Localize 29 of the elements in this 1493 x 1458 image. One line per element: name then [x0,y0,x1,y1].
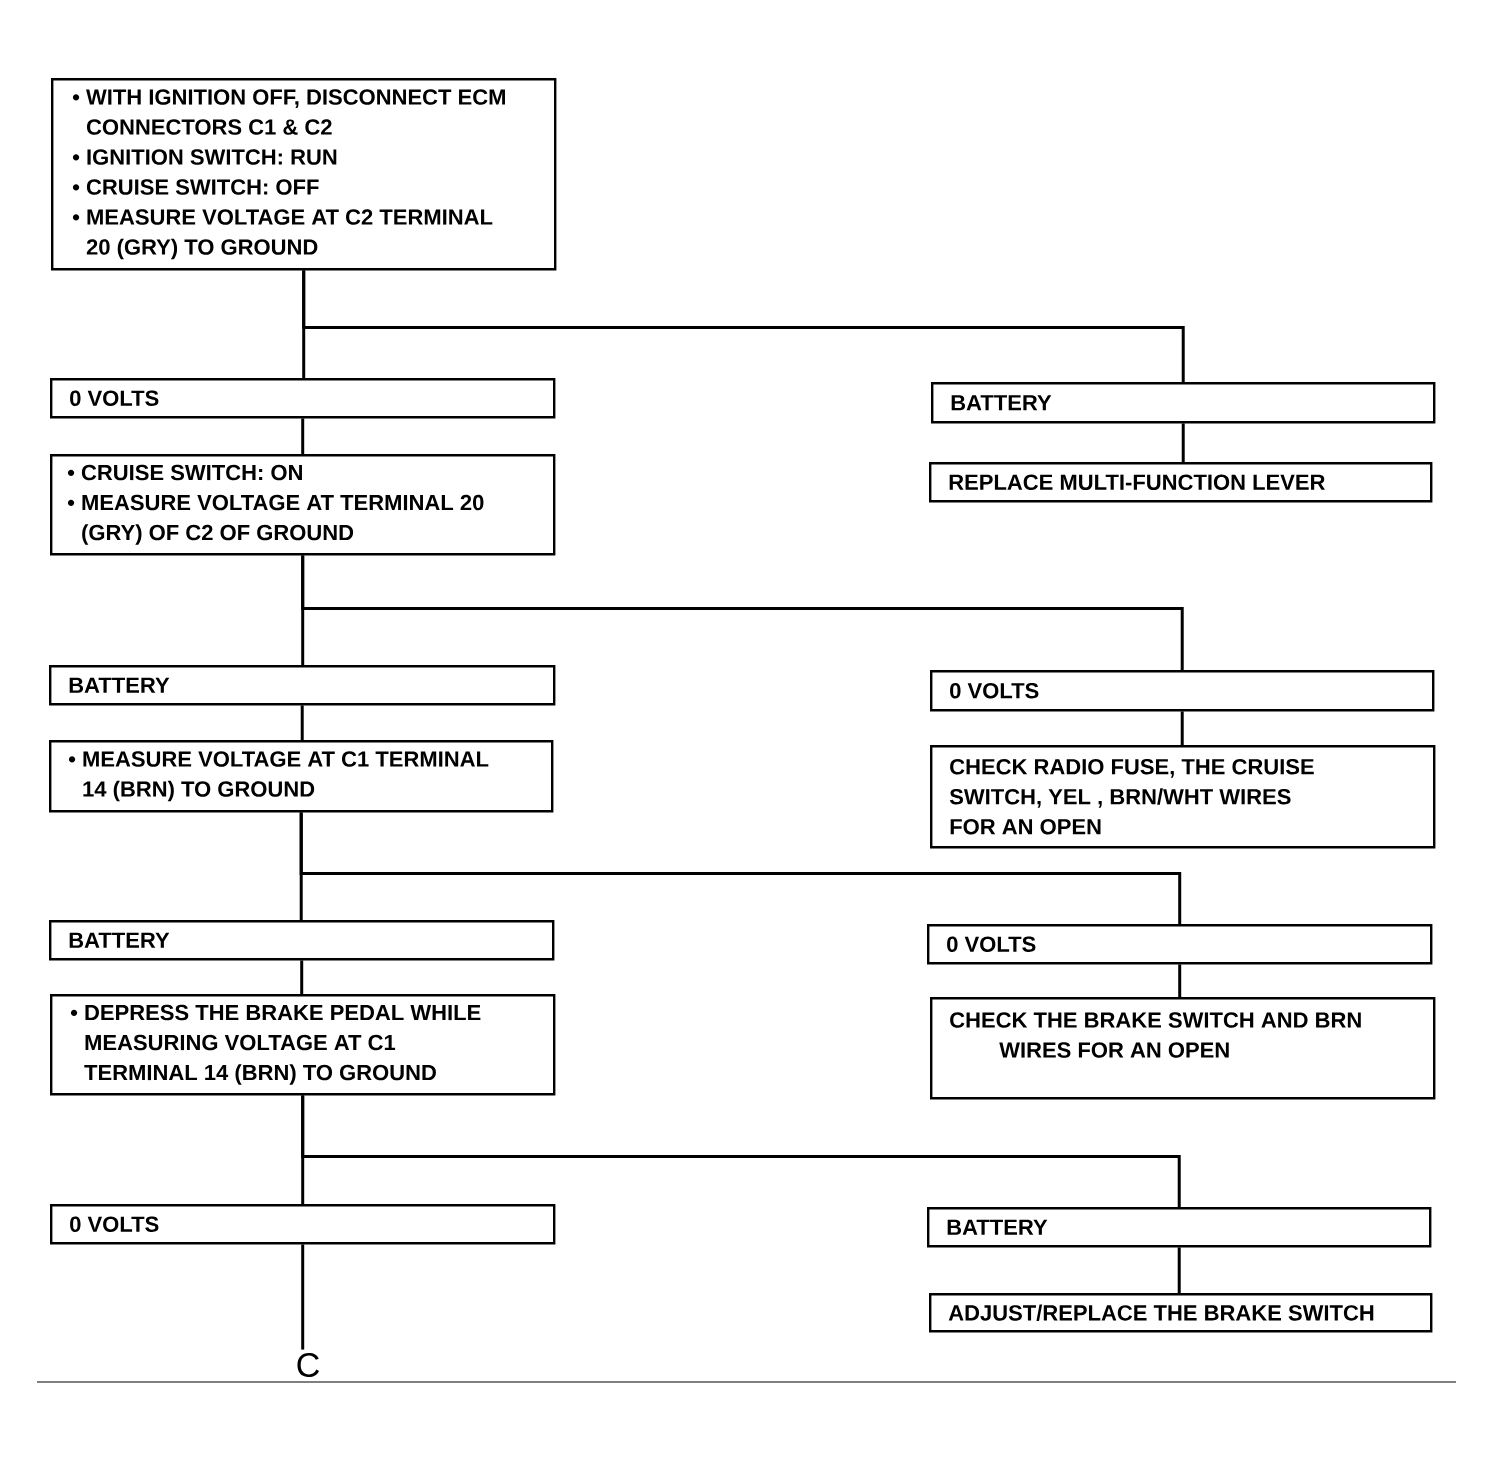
connector-line [300,960,304,994]
action-box: ADJUST/REPLACE THE BRAKE SWITCH [929,1293,1433,1333]
instruction-box: • WITH IGNITION OFF, DISCONNECT ECM CONNECTORS C1 & C2 • IGNITION SWITCH: RUN • CRUISE SWITCH: OFF • MEASURE VOLTAGE AT C2 TERMINAL 20 (GRY) TO GROUND [51,78,557,271]
result-box: 0 VOLTS [50,378,556,419]
action-box: REPLACE MULTI-FUNCTION LEVER [929,462,1433,503]
result-box: BATTERY [931,382,1436,424]
connector-line [1177,1247,1181,1293]
connector-line [300,705,304,740]
action-box: CHECK THE BRAKE SWITCH AND BRN WIRES FOR AN OPEN [930,997,1436,1100]
connector-line [301,418,305,454]
connector-line [1181,423,1185,462]
connector-line [299,812,1182,924]
action-box: CHECK RADIO FUSE, THE CRUISE SWITCH, YEL , BRN/WHT WIRES FOR AN OPEN [930,745,1436,849]
connector-line [1180,711,1184,745]
connector-line [301,1095,1181,1207]
result-box: BATTERY [49,665,556,706]
result-box: 0 VOLTS [50,1204,556,1245]
instruction-box: • DEPRESS THE BRAKE PEDAL WHILE MEASURING VOLTAGE AT C1 TERMINAL 14 (BRN) TO GROUND [50,994,556,1096]
connector-line [302,270,1185,382]
instruction-box: • CRUISE SWITCH: ON • MEASURE VOLTAGE AT TERMINAL 20 (GRY) OF C2 OF GROUND [50,454,556,556]
connector-line [1178,964,1182,997]
result-box: BATTERY [927,1207,1432,1248]
connector-line [301,555,1184,670]
connector-letter: C [297,1353,319,1378]
connector-line [301,1244,305,1350]
result-box: BATTERY [49,920,555,961]
result-box: 0 VOLTS [927,924,1433,965]
result-box: 0 VOLTS [930,670,1435,712]
instruction-box: • MEASURE VOLTAGE AT C1 TERMINAL 14 (BRN) TO GROUND [49,740,554,813]
